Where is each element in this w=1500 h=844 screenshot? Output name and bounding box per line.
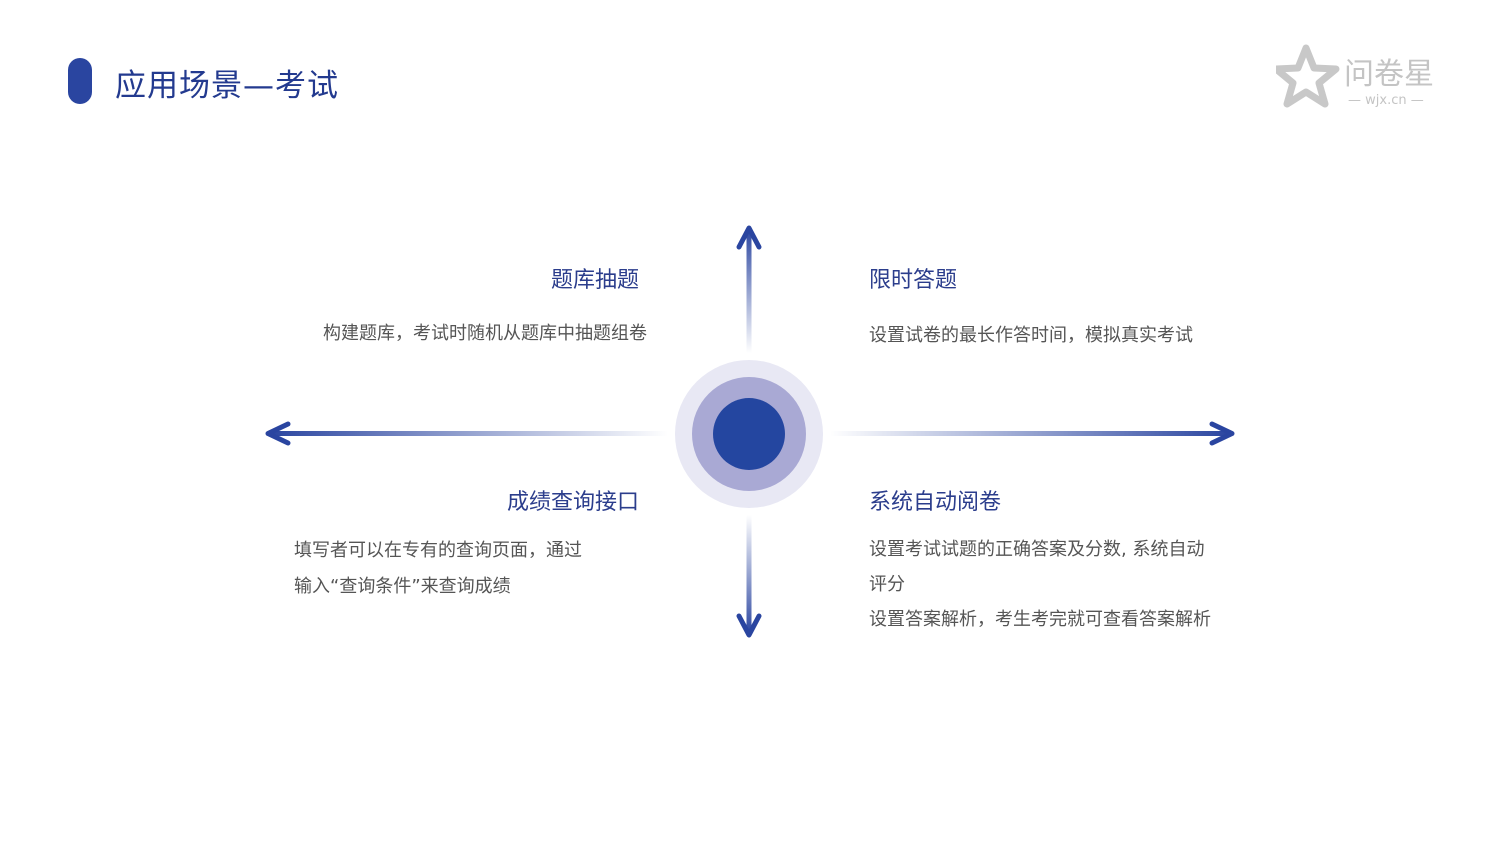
quadrant-text-auto-grading: 设置考试试题的正确答案及分数, 系统自动评分设置答案解析，考生考完就可查看答案解… [869,539,1211,630]
svg-text:问卷星: 问卷星 [1344,57,1434,92]
arrow-left-icon [265,421,668,446]
arrow-up-icon [736,225,762,353]
svg-text:— wjx.cn —: — wjx.cn — [1348,93,1424,108]
quadrant-heading-auto-grading: 系统自动阅卷 [869,490,1002,515]
wjx-logo: 问卷星 — wjx.cn — [1272,44,1436,110]
quadrant-heading-score-query: 成绩查询接口 [506,490,639,515]
quadrant-heading-timed: 限时答题 [869,268,958,293]
star-logo-icon: 问卷星 — wjx.cn — [1272,44,1434,108]
quadrant-text-timed: 设置试卷的最长作答时间，模拟真实考试 [869,325,1193,346]
arrow-down-icon [736,515,762,638]
arrow-right-icon [830,421,1235,446]
quadrant-text-question-bank: 构建题库，考试时随机从题库中抽题组卷 [323,323,647,344]
title-accent-bar [68,58,92,104]
center-dot [713,398,785,470]
page-title: 应用场景—考试 [115,68,339,104]
quadrant-heading-question-bank: 题库抽题 [550,268,639,293]
quadrant-text-score-query: 填写者可以在专有的查询页面，通过输入“查询条件”来查询成绩 [294,540,582,597]
